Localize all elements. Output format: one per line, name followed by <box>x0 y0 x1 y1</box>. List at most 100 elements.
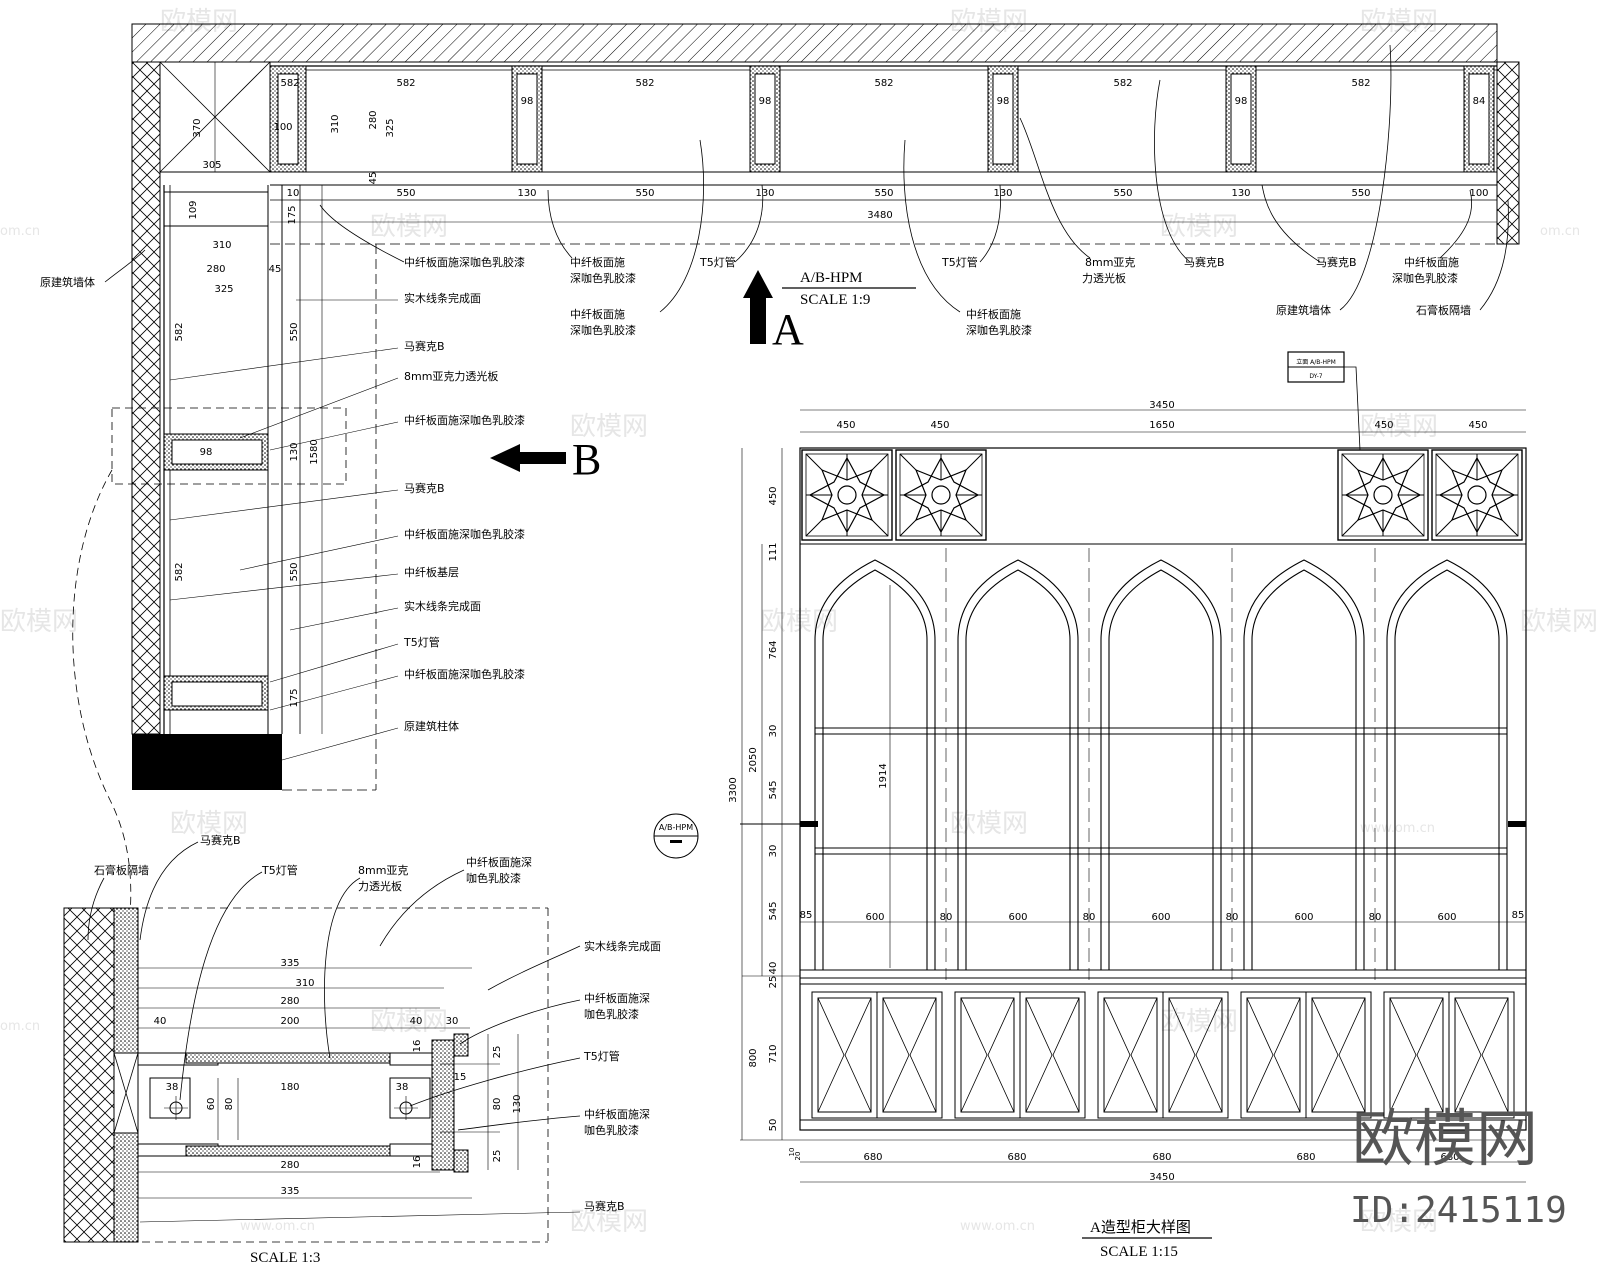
svg-text:109: 109 <box>188 200 199 219</box>
svg-text:130: 130 <box>993 188 1012 199</box>
watermark: 欧模网 <box>370 1007 448 1037</box>
center-lines <box>945 548 1376 980</box>
svg-text:600: 600 <box>1294 912 1313 923</box>
svg-text:3300: 3300 <box>728 777 739 802</box>
svg-text:600: 600 <box>1437 912 1456 923</box>
svg-text:85: 85 <box>1512 910 1525 921</box>
watermark: 欧模网 <box>1520 607 1598 637</box>
watermark: www.om.cn <box>240 1219 315 1234</box>
elevation-left-dims: 450 111 764 30 545 30 545 40 25 710 50 3… <box>728 486 889 1131</box>
plan-scale: SCALE 1:9 <box>800 292 870 308</box>
svg-text:25: 25 <box>492 1046 503 1059</box>
arrow-a-label: A <box>772 305 804 354</box>
svg-text:深咖色乳胶漆: 深咖色乳胶漆 <box>1392 271 1458 285</box>
watermark: om.cn <box>0 1019 40 1034</box>
plan-top-dims: 582 582 582 582 582 582 98 98 98 98 84 5… <box>192 78 1489 225</box>
svg-text:咖色乳胶漆: 咖色乳胶漆 <box>584 1123 639 1137</box>
svg-text:325: 325 <box>214 284 233 295</box>
model-id: ID:2415119 <box>1350 1190 1567 1231</box>
watermark: 欧模网 <box>0 607 78 637</box>
svg-text:550: 550 <box>289 322 300 341</box>
svg-text:98: 98 <box>759 96 772 107</box>
svg-text:1580: 1580 <box>309 439 320 464</box>
svg-text:T5灯管: T5灯管 <box>261 863 298 877</box>
svg-text:80: 80 <box>224 1098 235 1111</box>
elevation-bottom-dims: 680 680 680 680 680 3450 10 20 <box>788 1148 1460 1183</box>
plan-side-labels: 实木线条完成面 马赛克B 8mm亚克力透光板 中纤板面施深咖色乳胶漆 马赛克B … <box>169 291 525 761</box>
svg-text:力透光板: 力透光板 <box>358 879 402 893</box>
svg-text:450: 450 <box>930 420 949 431</box>
lattice-panels <box>801 449 1523 541</box>
svg-text:原建筑墙体: 原建筑墙体 <box>40 275 95 289</box>
svg-text:深咖色乳胶漆: 深咖色乳胶漆 <box>570 271 636 285</box>
detail-scale: SCALE 1:3 <box>250 1250 320 1266</box>
svg-text:16: 16 <box>412 1040 423 1053</box>
svg-text:550: 550 <box>1113 188 1132 199</box>
svg-text:111: 111 <box>768 542 779 561</box>
svg-text:中纤板面施: 中纤板面施 <box>1404 255 1459 269</box>
svg-text:中纤板面施: 中纤板面施 <box>570 255 625 269</box>
svg-text:30: 30 <box>768 725 779 738</box>
svg-text:8mm亚克力透光板: 8mm亚克力透光板 <box>404 369 498 383</box>
watermark: 欧模网 <box>570 412 648 442</box>
svg-text:2050: 2050 <box>748 747 759 772</box>
svg-text:680: 680 <box>1007 1152 1026 1163</box>
watermark: 欧模网 <box>570 1207 648 1237</box>
svg-text:100: 100 <box>273 122 292 133</box>
svg-text:85: 85 <box>800 910 813 921</box>
svg-text:680: 680 <box>1296 1152 1315 1163</box>
svg-text:582: 582 <box>396 78 415 89</box>
svg-text:40: 40 <box>768 962 779 975</box>
svg-text:45: 45 <box>368 172 379 185</box>
svg-text:咖色乳胶漆: 咖色乳胶漆 <box>466 871 521 885</box>
svg-text:175: 175 <box>289 688 300 707</box>
svg-text:3450: 3450 <box>1149 1172 1174 1183</box>
svg-text:280: 280 <box>206 264 225 275</box>
svg-text:80: 80 <box>492 1098 503 1111</box>
svg-text:582: 582 <box>874 78 893 89</box>
elevation-title: A造型柜大样图 <box>1090 1219 1191 1236</box>
svg-text:实木线条完成面: 实木线条完成面 <box>584 939 661 953</box>
svg-text:582: 582 <box>1351 78 1370 89</box>
watermark: 欧模网 <box>370 212 448 242</box>
svg-text:310: 310 <box>295 978 314 989</box>
watermark: 欧模网 <box>950 809 1028 839</box>
svg-text:中纤板面施: 中纤板面施 <box>966 307 1021 321</box>
svg-text:98: 98 <box>1235 96 1248 107</box>
plan-left-dims: 109 310 280 45 325 582 550 98 130 1580 5… <box>174 200 320 707</box>
detail-callout-box <box>111 407 347 485</box>
svg-text:60: 60 <box>206 1098 217 1111</box>
detail-labels: 马赛克B 石膏板隔墙 T5灯管 8mm亚克 力透光板 中纤板面施深 咖色乳胶漆 … <box>87 833 661 1223</box>
elevation-scale: SCALE 1:15 <box>1100 1244 1178 1260</box>
watermark: 欧模网 <box>1160 1007 1238 1037</box>
svg-text:130: 130 <box>289 442 300 461</box>
svg-text:550: 550 <box>289 562 300 581</box>
svg-text:石膏板隔墙: 石膏板隔墙 <box>94 863 149 877</box>
plan-title: A/B-HPM <box>800 270 863 286</box>
svg-text:710: 710 <box>768 1044 779 1063</box>
svg-text:335: 335 <box>280 958 299 969</box>
svg-text:84: 84 <box>1473 96 1486 107</box>
svg-text:310: 310 <box>330 114 341 133</box>
watermark: om.cn <box>0 224 40 239</box>
svg-text:335: 335 <box>280 1186 299 1197</box>
svg-text:38: 38 <box>396 1082 409 1093</box>
watermark: 欧模网 <box>1360 412 1438 442</box>
svg-text:实木线条完成面: 实木线条完成面 <box>404 599 481 613</box>
svg-text:马赛克B: 马赛克B <box>1184 255 1225 269</box>
watermark: 欧模网 <box>760 607 838 637</box>
svg-text:600: 600 <box>1008 912 1027 923</box>
svg-text:80: 80 <box>1226 912 1239 923</box>
svg-text:130: 130 <box>1231 188 1250 199</box>
svg-text:280: 280 <box>368 110 379 129</box>
svg-text:原建筑柱体: 原建筑柱体 <box>404 719 459 733</box>
arrow-a-icon <box>743 270 773 344</box>
svg-text:582: 582 <box>1113 78 1132 89</box>
svg-text:680: 680 <box>863 1152 882 1163</box>
svg-text:中纤板面施深: 中纤板面施深 <box>466 855 532 869</box>
svg-text:马赛克B: 马赛克B <box>1316 255 1357 269</box>
svg-text:1650: 1650 <box>1149 420 1174 431</box>
svg-text:25: 25 <box>768 976 779 989</box>
elevation-view: 3450 450 450 1650 450 450 立面 A/B-HPM DY-… <box>653 351 1527 1260</box>
